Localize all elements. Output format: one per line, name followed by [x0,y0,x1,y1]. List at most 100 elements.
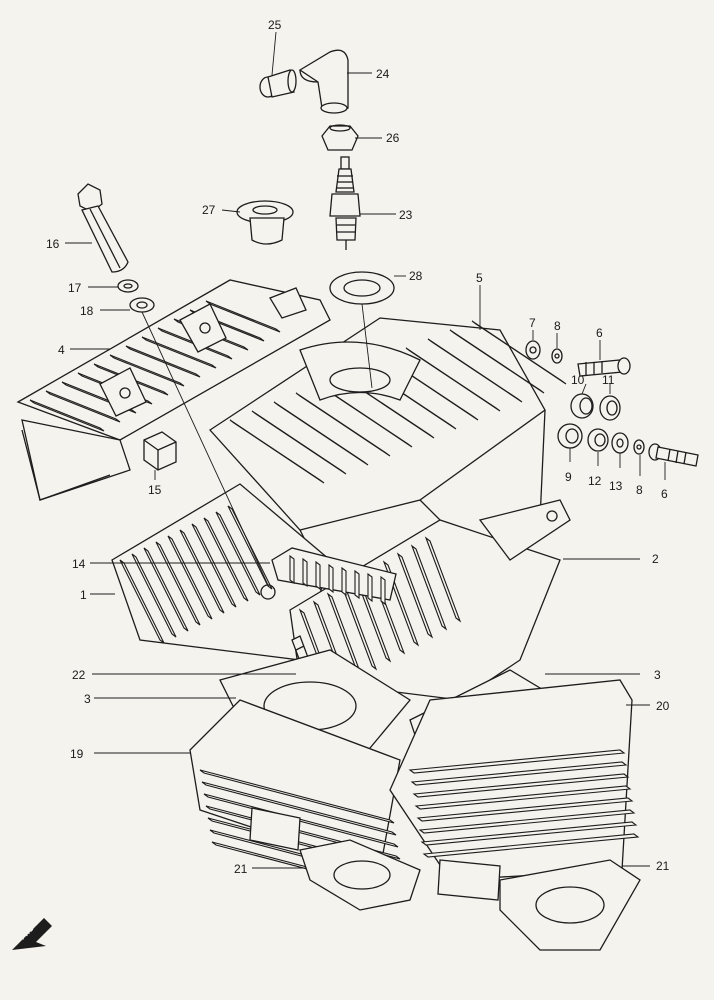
cooling-fin [418,809,636,834]
rubber-cap-15 [143,431,177,471]
front-cylinder-head [209,317,567,591]
callout-13: 13 [609,479,623,493]
callout-19: 19 [70,747,84,761]
rear-cylinder-head [16,279,331,501]
damper-rib [367,572,373,603]
damper-rib [315,560,321,591]
callout-14: 14 [72,557,86,571]
cooling-fin [141,336,217,369]
bushing-9 [557,423,583,449]
cooling-fin [205,300,281,333]
bushing-11 [599,395,621,421]
callout-15: 15 [148,483,162,497]
cooling-fin [179,529,225,614]
cooling-fin [273,401,369,466]
cooling-fin [229,419,325,484]
cooling-fin [427,338,523,403]
cooling-fin [215,511,261,596]
bolt-6-upper [577,357,631,377]
cooling-fin [414,785,632,810]
cooling-fin [119,559,165,644]
callout-10: 10 [571,373,585,387]
washer-8-lower [633,439,645,455]
callout-24: 24 [376,67,390,81]
cooling-fin [199,769,395,824]
spark-plug [329,156,361,250]
callout-6-upper: 6 [596,326,603,340]
callout-5: 5 [476,271,483,285]
cooling-fin [143,547,189,632]
spark-plug-cap [259,49,359,151]
callout-21-rear: 21 [234,862,248,876]
washer-17 [117,279,139,293]
callout-1: 1 [80,588,87,602]
gasket-ring-28 [329,271,395,305]
callout-27: 27 [202,203,216,217]
callout-20: 20 [656,699,670,713]
callout-8-upper: 8 [554,319,561,333]
washer-13 [611,432,629,454]
leader-lines [65,31,666,869]
cooling-fin [227,505,273,590]
callout-8-lower: 8 [636,483,643,497]
cooling-fin [203,517,249,602]
cooling-fin [295,392,391,457]
cooling-fin [125,345,201,378]
cooling-fin [191,523,237,608]
cooling-fin [396,552,434,639]
bushing-12 [587,428,609,452]
base-gasket-front [499,859,641,951]
rear-cylinder [189,699,407,896]
callout-12: 12 [588,474,602,488]
cooling-fin [420,821,638,846]
callout-22: 22 [72,668,86,682]
callout-numbers: 25 24 26 27 23 16 17 28 5 18 7 8 6 4 10 … [46,18,670,876]
washer-8-upper [551,348,563,364]
callout-3-front: 3 [654,668,661,682]
cooling-fin [203,793,399,848]
cooling-fin [422,833,640,858]
callout-2: 2 [652,552,659,566]
callout-7: 7 [529,316,536,330]
damper-rib [354,569,360,600]
damper-rib [380,575,386,606]
callout-23: 23 [399,208,413,222]
cooling-fin [410,761,628,786]
bushing-10 [570,393,594,419]
cooling-fin [471,320,567,385]
cooling-fin [405,347,501,412]
cooling-fin [449,329,545,394]
cooling-fin [29,399,105,432]
callout-9: 9 [565,470,572,484]
base-gasket-rear [299,839,421,911]
callout-18: 18 [80,304,94,318]
rear-lower-head [111,483,331,661]
callout-3-rear: 3 [84,692,91,706]
washer-7 [525,340,541,360]
cooling-fin [201,781,397,836]
front-lower-head [289,499,571,701]
front-cylinder [389,679,640,901]
callout-26: 26 [386,131,400,145]
forward-direction-arrow: FWD [12,918,52,950]
cooling-fin [412,773,630,798]
damper-rubber-14 [271,547,397,606]
cooling-fin [424,536,462,623]
callout-16: 16 [46,237,60,251]
cooling-fin [416,797,634,822]
callout-28: 28 [409,269,423,283]
callout-21-front: 21 [656,859,670,873]
cooling-fin [410,544,448,631]
cooling-fin [167,535,213,620]
callout-25: 25 [268,18,282,32]
damper-rib [341,566,347,597]
callout-17: 17 [68,281,82,295]
cooling-fin [131,553,177,638]
cooling-fin [109,354,185,387]
cylinder-bolt [77,183,129,273]
bolt-6-lower [648,443,699,467]
damper-rib [328,563,334,594]
cooling-fin [45,390,121,423]
cooling-fin [251,410,347,475]
